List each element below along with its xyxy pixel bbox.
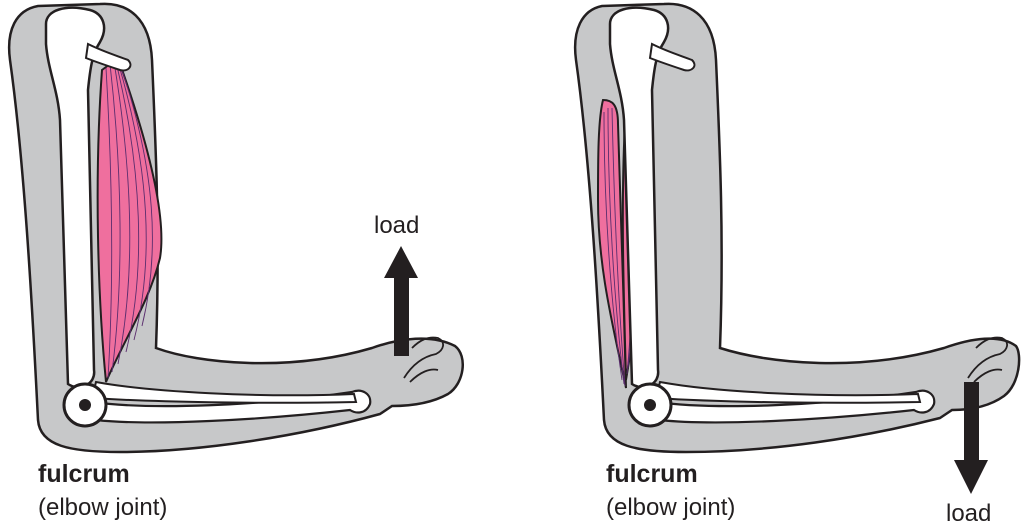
right-fulcrum-subtitle: (elbow joint) xyxy=(606,496,735,520)
left-fulcrum-dot xyxy=(79,399,91,411)
left-load-label: load xyxy=(374,214,419,238)
right-fulcrum-title: fulcrum xyxy=(606,462,698,487)
left-fulcrum-title: fulcrum xyxy=(38,462,130,487)
left-fulcrum-subtitle: (elbow joint) xyxy=(38,496,167,520)
right-fulcrum-dot xyxy=(644,399,656,411)
right-load-label: load xyxy=(946,502,991,526)
right-arm xyxy=(575,4,1019,494)
